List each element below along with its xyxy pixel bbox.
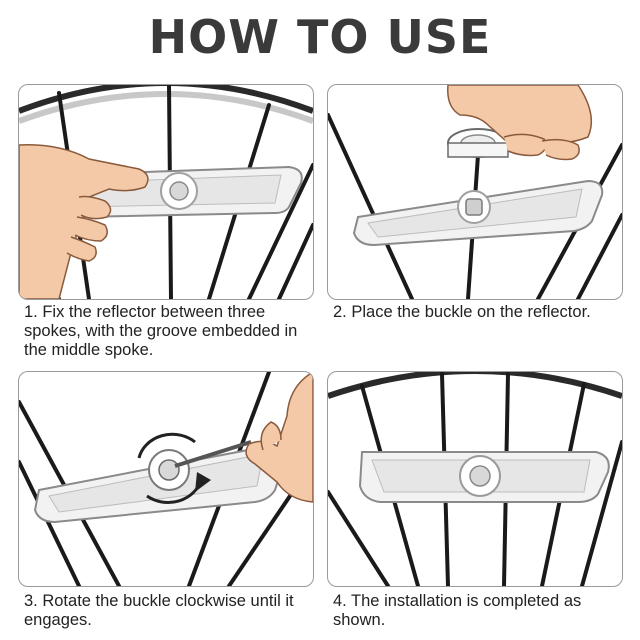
step-4-caption: 4. The installation is completed as show… (333, 592, 582, 629)
reflector (358, 451, 610, 503)
tool (174, 440, 252, 468)
step-3-drawing (19, 372, 313, 586)
clockwise-arrow-icon (137, 432, 211, 504)
hand (19, 144, 149, 299)
wheel-rim (328, 372, 622, 399)
buckle-icon (447, 128, 509, 158)
page-title: HOW TO USE (148, 10, 492, 64)
step-1-caption: 1. Fix the reflector between three spoke… (24, 303, 298, 359)
step-4-illustration (327, 371, 623, 587)
step-4-drawing (328, 372, 622, 586)
step-2-illustration (327, 84, 623, 300)
step-1-drawing (19, 85, 313, 299)
reflector (33, 444, 287, 524)
wheel-rim (19, 85, 313, 114)
hand (245, 372, 313, 503)
step-2-drawing (328, 85, 622, 299)
reflector (352, 179, 604, 247)
step-3-caption: 3. Rotate the buckle clockwise until it … (24, 592, 294, 629)
hand (447, 85, 593, 161)
wheel-rim-inner (19, 91, 313, 124)
step-1-illustration (18, 84, 314, 300)
step-2-caption: 2. Place the buckle on the reflector. (333, 303, 591, 321)
step-3-illustration (18, 371, 314, 587)
